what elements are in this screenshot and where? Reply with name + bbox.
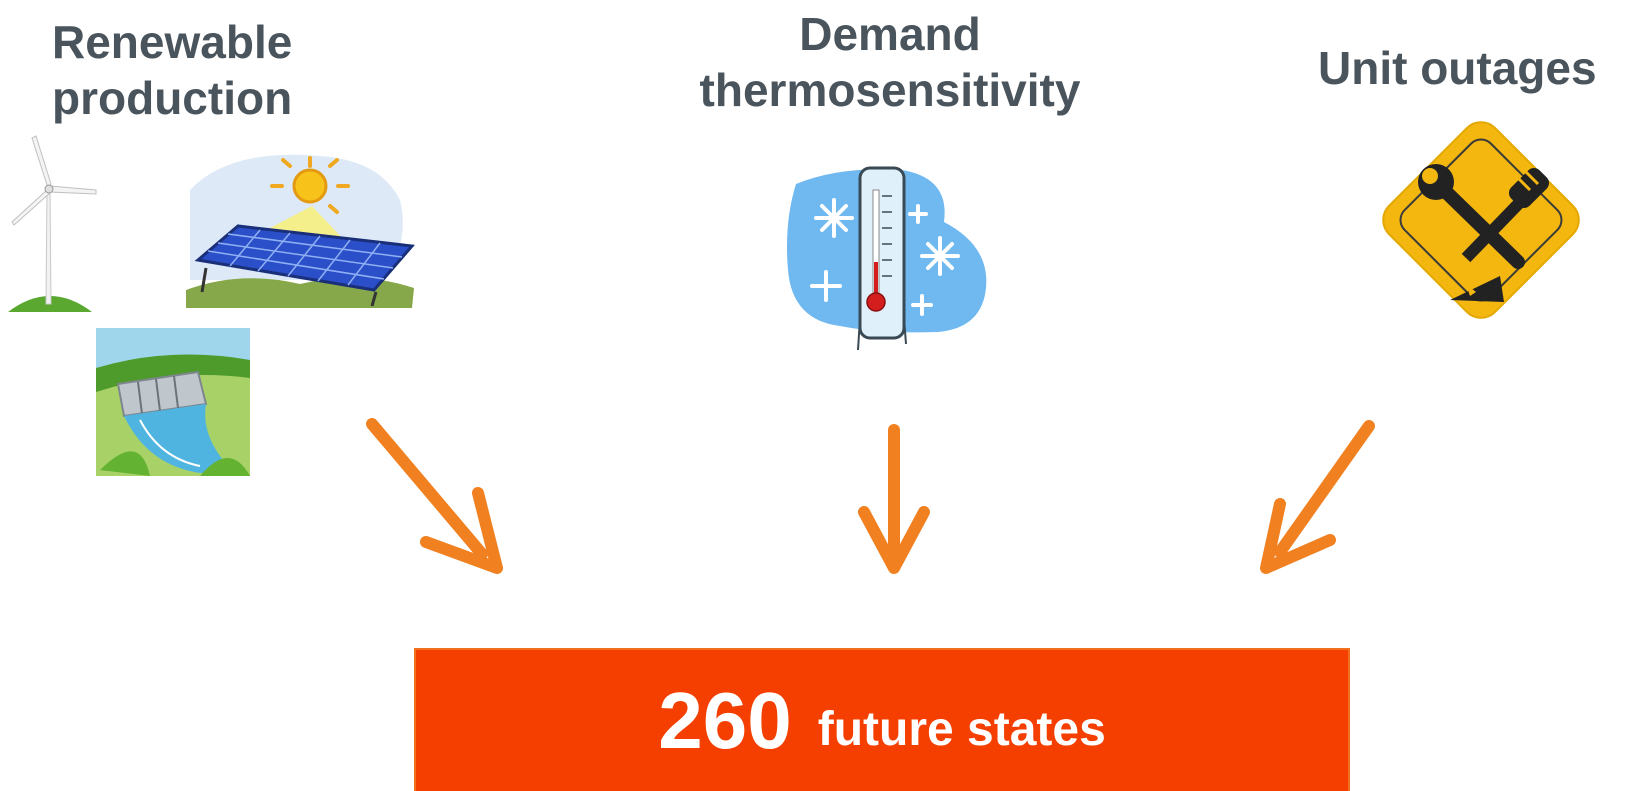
renewable-label-line-1: Renewable (52, 16, 293, 68)
renewable-label-line-2: production (52, 72, 293, 124)
solar-panel-icon (186, 154, 415, 308)
arrow-down-left-icon (1260, 420, 1375, 574)
demand-thermosensitivity-label: Demand thermosensitivity (590, 6, 1190, 118)
future-states-box: 260 future states (414, 648, 1350, 791)
wind-turbine-icon (8, 135, 97, 312)
renewable-production-label: Renewable production (52, 14, 432, 126)
unit-outages-label: Unit outages (1318, 42, 1597, 94)
thermometer-icon (787, 166, 987, 351)
demand-label-line-2: thermosensitivity (699, 64, 1081, 116)
future-states-label: future states (817, 702, 1106, 756)
future-states-count: 260 (658, 675, 792, 765)
repair-warning-icon (1382, 121, 1580, 319)
arrow-down-icon (858, 424, 930, 574)
hydro-dam-icon (96, 328, 250, 476)
demand-label-line-1: Demand (799, 8, 981, 60)
arrow-down-right-icon (366, 418, 503, 574)
